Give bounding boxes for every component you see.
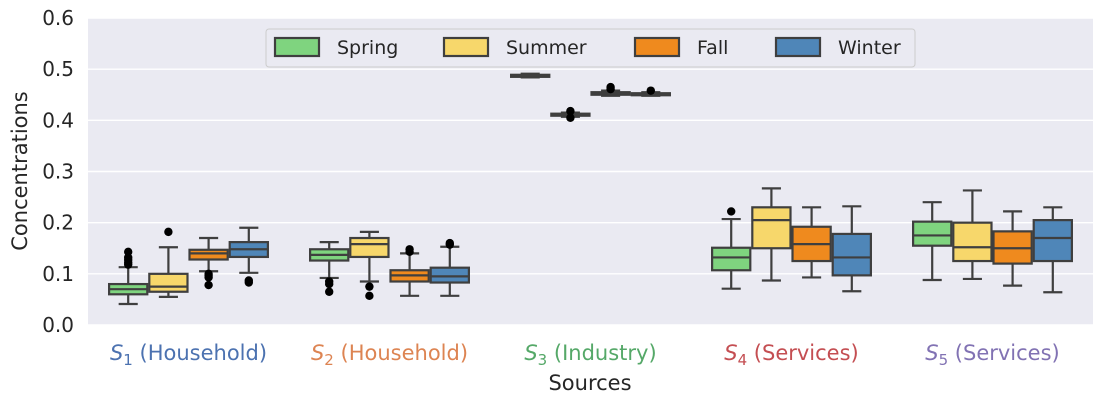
legend-entry-summer: Summer <box>442 36 587 59</box>
x-axis-label: Sources <box>548 371 631 395</box>
box-summer-2 <box>349 230 390 301</box>
box-winter-5 <box>1032 206 1073 294</box>
category-symbol: S <box>524 341 537 365</box>
box-winter-3 <box>630 86 671 97</box>
outlier-point <box>325 277 334 286</box>
box-summer-4 <box>751 187 792 282</box>
x-category-label: S3 (Industry) <box>524 341 656 369</box>
y-tick-label: 0.2 <box>42 211 74 235</box>
outlier-point <box>325 287 334 296</box>
box-fall-4 <box>791 206 832 279</box>
category-subscript: 4 <box>738 351 748 369</box>
legend-label: Winter <box>838 37 901 59</box>
box-spring-4 <box>711 207 752 290</box>
box-body <box>912 220 953 247</box>
x-category-label: S2 (Household) <box>311 341 468 369</box>
x-category-label: S5 (Services) <box>925 341 1060 369</box>
legend-entry-fall: Fall <box>633 36 728 59</box>
category-rest: (Services) <box>747 341 859 365</box>
outlier-point <box>204 269 213 279</box>
outlier-point <box>124 247 133 257</box>
outlier-point <box>606 82 615 92</box>
box-summer-5 <box>952 189 993 281</box>
category-rest: (Household) <box>133 341 267 365</box>
category-symbol: S <box>110 341 123 365</box>
x-category-label: S4 (Services) <box>724 341 859 369</box>
y-tick-label: 0.4 <box>42 108 74 132</box>
y-axis-label: Concentrations <box>8 91 32 251</box>
legend-swatch <box>774 36 822 58</box>
box-spring-5 <box>912 201 953 282</box>
box-spring-3 <box>510 72 551 79</box>
outlier-point <box>727 207 736 216</box>
category-subscript: 3 <box>538 351 548 369</box>
box-body <box>349 236 390 259</box>
category-subscript: 1 <box>123 351 133 369</box>
box-body <box>188 248 229 261</box>
y-tick-label: 0.1 <box>42 262 74 286</box>
legend: Spring Summer Fall Winter <box>265 28 916 68</box>
outlier-point <box>566 113 575 122</box>
box-fall-5 <box>992 210 1033 287</box>
category-symbol: S <box>724 341 737 365</box>
outlier-point <box>405 245 414 254</box>
y-tick-label: 0.5 <box>42 57 74 81</box>
outlier-point <box>646 86 655 95</box>
category-subscript: 5 <box>939 351 949 369</box>
category-rest: (Household) <box>334 341 468 365</box>
legend-swatch <box>273 36 321 58</box>
box-winter-1 <box>228 226 269 287</box>
outlier-point <box>445 238 454 248</box>
box-body <box>831 232 872 277</box>
box-spring-2 <box>309 241 350 296</box>
category-symbol: S <box>311 341 324 365</box>
box-summer-1 <box>148 227 189 298</box>
legend-label: Fall <box>697 37 728 59</box>
legend-label: Summer <box>506 37 587 59</box>
legend-frame <box>265 28 916 68</box>
category-symbol: S <box>925 341 938 365</box>
box-fall-3 <box>590 82 631 97</box>
category-subscript: 2 <box>324 351 334 369</box>
box-winter-4 <box>831 205 872 293</box>
box-winter-2 <box>429 238 470 297</box>
outlier-point <box>204 280 213 290</box>
legend-entry-winter: Winter <box>774 36 901 59</box>
box-body <box>1032 219 1073 263</box>
box-body <box>751 206 792 250</box>
y-tick-label: 0.0 <box>42 313 74 337</box>
legend-swatch <box>442 36 490 58</box>
box-body <box>429 266 470 284</box>
category-rest: (Services) <box>948 341 1060 365</box>
outlier-point <box>365 282 374 291</box>
box-body <box>952 221 993 263</box>
box-body <box>148 272 189 293</box>
outlier-point <box>164 227 173 237</box>
outlier-point <box>365 291 374 301</box>
box-summer-3 <box>550 106 591 122</box>
outlier-point <box>566 106 575 116</box>
box-spring-1 <box>108 247 149 306</box>
box-fall-2 <box>389 245 430 297</box>
x-category-label: S1 (Household) <box>110 341 267 369</box>
box-fall-1 <box>188 236 229 290</box>
category-rest: (Industry) <box>547 341 656 365</box>
box-body <box>711 246 752 272</box>
legend-entry-spring: Spring <box>273 36 398 59</box>
outlier-point <box>244 276 253 285</box>
legend-label: Spring <box>337 37 398 59</box>
y-tick-label: 0.6 <box>42 6 74 30</box>
legend-swatch <box>633 36 681 58</box>
y-tick-label: 0.3 <box>42 160 74 184</box>
